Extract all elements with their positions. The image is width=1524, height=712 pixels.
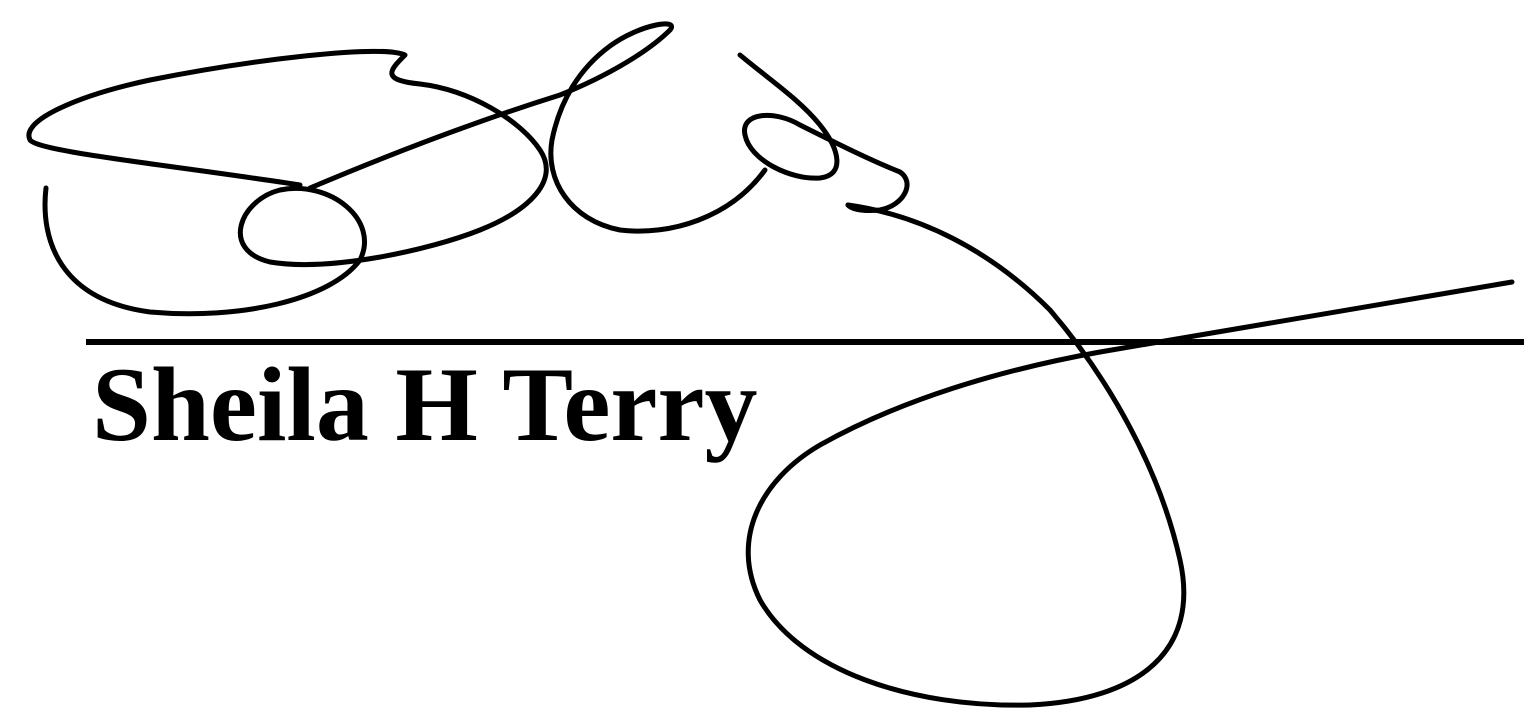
- signer-name: Sheila H Terry: [92, 346, 758, 463]
- signature-line: [86, 339, 1524, 345]
- signature-stroke-upper-loop: [307, 21, 768, 234]
- signature-stroke-lower-loop: [745, 202, 1515, 708]
- signature-stroke-right-loop: [737, 52, 910, 213]
- signature-stroke-left-loop: [26, 48, 549, 317]
